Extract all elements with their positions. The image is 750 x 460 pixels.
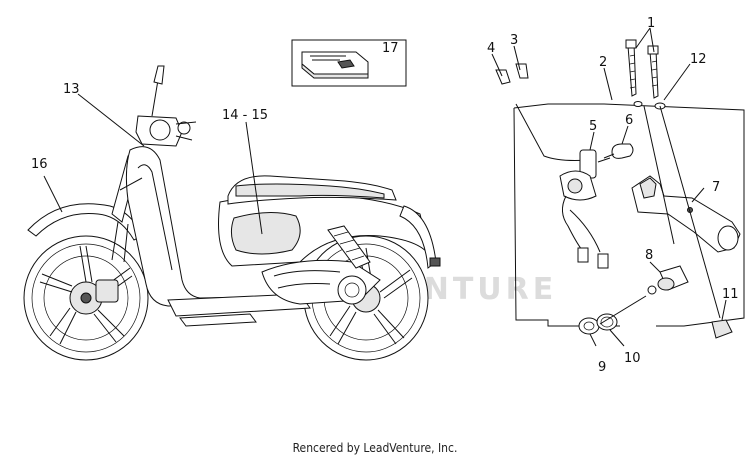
callout-14-15: 14 - 15 xyxy=(222,108,268,123)
scooter-illustration xyxy=(23,65,441,361)
kit-outline xyxy=(513,103,745,327)
callout-13: 13 xyxy=(63,82,80,97)
callout-12: 12 xyxy=(690,52,707,67)
callout-4: 4 xyxy=(487,41,495,56)
callout-5: 5 xyxy=(589,119,597,134)
callout-17: 17 xyxy=(382,41,399,56)
callout-7: 7 xyxy=(712,180,720,195)
leader-lines xyxy=(43,27,727,347)
owners-manual-box xyxy=(291,39,407,87)
callout-9: 9 xyxy=(598,360,606,375)
callout-labels: 1 2 3 4 5 6 7 8 9 10 11 12 13 14 - 15 16… xyxy=(31,16,739,375)
footer-credit: Rencered by LeadVenture, Inc. xyxy=(292,441,458,455)
callout-10: 10 xyxy=(624,351,641,366)
callout-2: 2 xyxy=(599,55,607,70)
callout-16: 16 xyxy=(31,157,48,172)
callout-8: 8 xyxy=(645,248,653,263)
callout-11: 11 xyxy=(722,287,739,302)
key-set-assembly xyxy=(495,39,745,339)
front-wheel xyxy=(23,235,149,361)
side-panel-decal xyxy=(230,212,301,255)
steering-lock xyxy=(631,175,741,253)
callout-6: 6 xyxy=(625,113,633,128)
callout-1: 1 xyxy=(647,16,655,31)
callout-3: 3 xyxy=(510,33,518,48)
